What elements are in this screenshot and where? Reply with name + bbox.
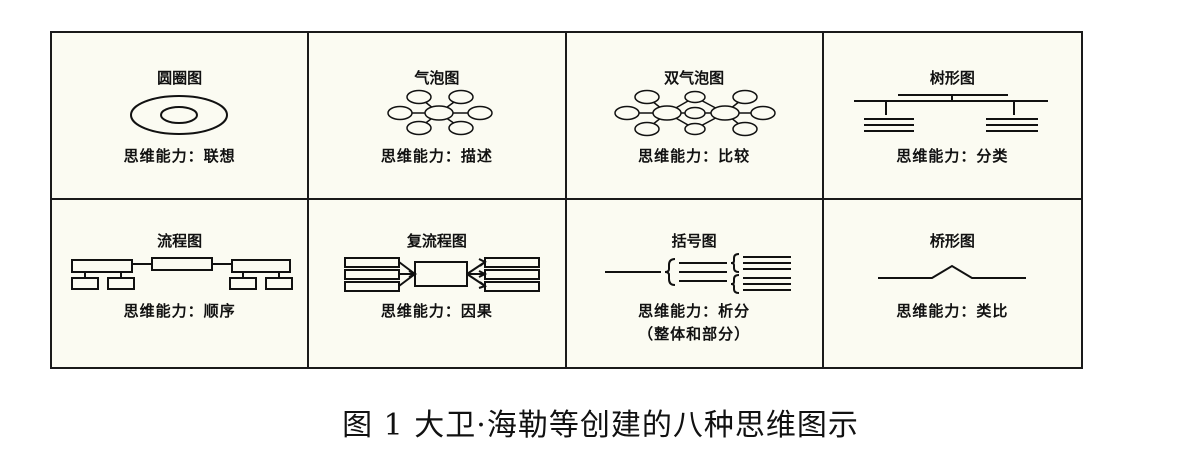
thinking-maps-grid: 圆圈图 思维能力：联想 气泡图 [50,31,1083,369]
cell-flow-map: 流程图 思维能力：顺序 [52,200,310,367]
circle-map-icon [130,95,228,135]
figure-caption: 图 1 大卫·海勒等创建的八种思维图示 [342,408,859,443]
diagram-title: 桥形图 [929,232,975,250]
flow-map-icon [71,257,293,290]
bubble-map-icon [387,89,493,136]
thinking-ability-label: 思维能力：比较 [638,147,751,165]
thinking-ability-label: 思维能力：因果 [380,302,493,320]
cell-bubble-map: 气泡图 思维能力：描述 [309,33,567,200]
thinking-ability-label: 思维能力：描述 [380,147,493,165]
brace-map-icon [604,253,791,294]
bridge-map-icon [877,264,1026,279]
thinking-ability-label: 思维能力：析分 [638,302,751,320]
diagram-title: 复流程图 [406,232,467,250]
thinking-ability-label: 思维能力：类比 [896,302,1009,320]
thinking-ability-label: 思维能力：顺序 [123,302,236,320]
tree-map-icon [853,94,1048,132]
diagram-title: 括号图 [671,232,717,250]
diagram-title: 双气泡图 [664,69,725,87]
cell-bridge-map: 桥形图 思维能力：类比 [824,200,1081,367]
cell-circle-map: 圆圈图 思维能力：联想 [52,33,310,200]
thinking-ability-label: 思维能力：联想 [123,147,236,165]
thinking-ability-label: 思维能力：分类 [896,147,1009,165]
double-bubble-map-icon [613,89,776,137]
diagram-title: 圆圈图 [157,69,203,87]
thinking-ability-note: （整体和部分） [638,325,751,343]
cell-brace-map: 括号图 思维能力：析分 （整体和部分） [567,200,824,367]
cell-tree-map: 树形图 思维能力：分类 [823,33,1081,200]
cell-double-bubble-map: 双气泡图 [566,33,824,200]
diagram-title: 树形图 [929,69,975,87]
multi-flow-map-icon [344,257,541,292]
cell-multi-flow-map: 复流程图 思维能力：因果 [309,200,567,367]
diagram-title: 气泡图 [414,69,460,87]
diagram-title: 流程图 [157,232,203,250]
